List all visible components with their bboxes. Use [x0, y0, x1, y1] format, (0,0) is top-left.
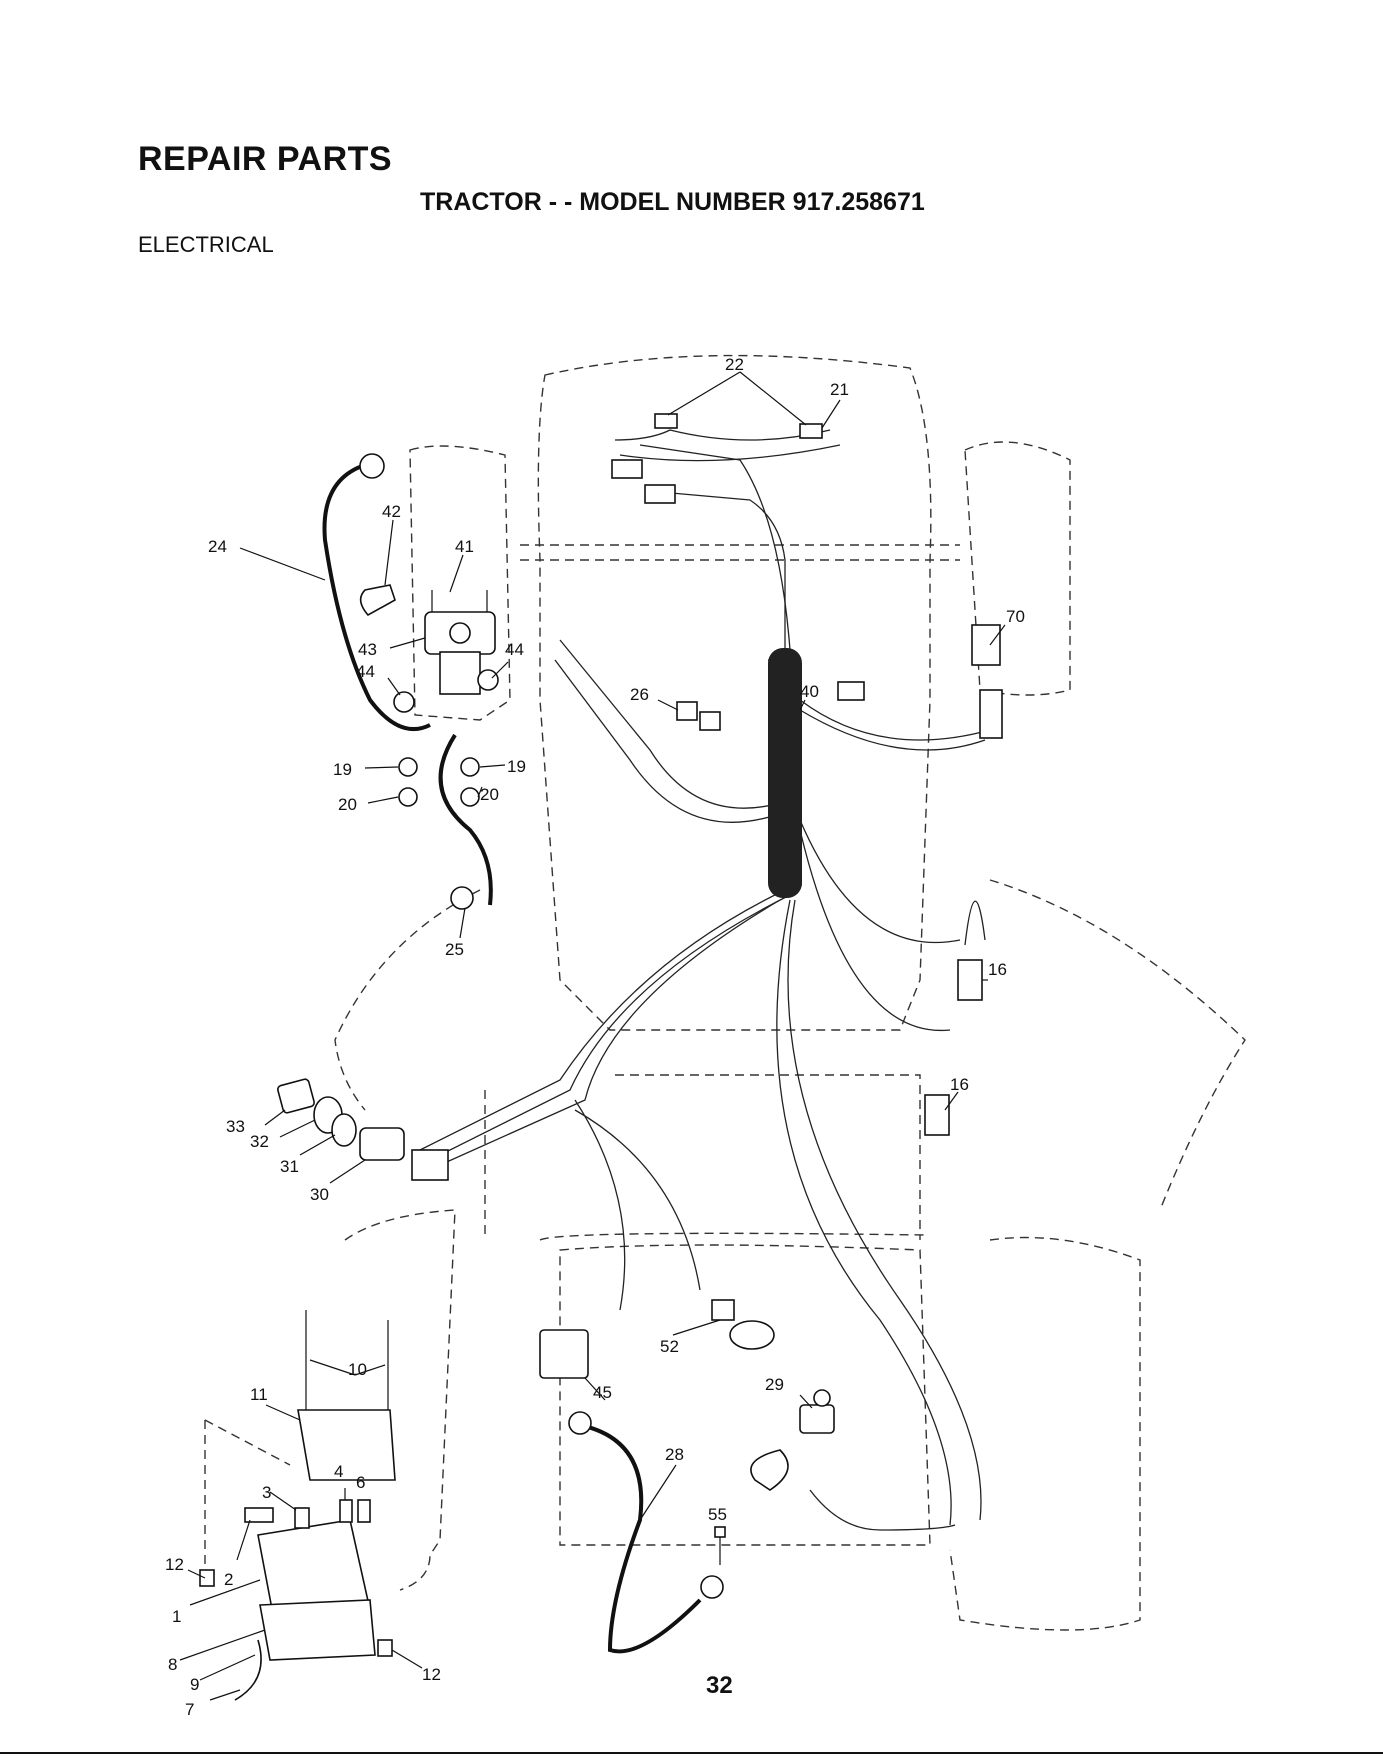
battery-tray-8	[260, 1600, 375, 1660]
callout-10: 10	[348, 1360, 367, 1379]
headlight-bulb-right	[800, 424, 822, 438]
callout-31: 31	[280, 1157, 299, 1176]
plug-interlock	[751, 1450, 788, 1490]
connector-26-b	[700, 712, 720, 730]
bolt-2	[245, 1508, 273, 1522]
callout-44b: 44	[505, 640, 524, 659]
callout-28: 28	[665, 1445, 684, 1464]
washer-19-left	[399, 758, 417, 776]
callout-42: 42	[382, 502, 401, 521]
cable-28-terminal-upper	[569, 1412, 591, 1434]
nut-20-left	[399, 788, 417, 806]
callout-19b: 19	[507, 757, 526, 776]
vent-tube-7	[235, 1640, 261, 1700]
callout-8: 8	[168, 1655, 177, 1674]
module-45	[540, 1330, 588, 1378]
switch-16-lower	[925, 1095, 949, 1135]
callout-30: 30	[310, 1185, 329, 1204]
callout-20b: 20	[480, 785, 499, 804]
callout-3: 3	[262, 1483, 271, 1502]
callout-25: 25	[445, 940, 464, 959]
callout-45: 45	[593, 1383, 612, 1402]
connectors	[677, 625, 1002, 1135]
callout-22: 22	[725, 355, 744, 374]
nut-44-right	[478, 670, 498, 690]
ignition-plug	[412, 1150, 448, 1180]
callout-12b: 12	[422, 1665, 441, 1684]
callout-44a: 44	[356, 662, 375, 681]
key-33	[277, 1078, 315, 1113]
ignition-switch-30	[360, 1128, 404, 1160]
clip-12-right	[378, 1640, 392, 1656]
cable-25-terminal	[451, 887, 473, 909]
callout-40: 40	[800, 682, 819, 701]
connector-70	[972, 625, 1000, 665]
callout-6: 6	[356, 1473, 365, 1492]
callout-7: 7	[185, 1700, 194, 1719]
callout-19a: 19	[333, 760, 352, 779]
callout-20a: 20	[338, 795, 357, 814]
callout-32: 32	[250, 1132, 269, 1151]
callout-70: 70	[1006, 607, 1025, 626]
callout-52: 52	[660, 1337, 679, 1356]
headlight-bulb-left	[655, 414, 677, 428]
callout-9: 9	[190, 1675, 199, 1694]
callout-2: 2	[224, 1570, 233, 1589]
page-number: 32	[706, 1672, 733, 1700]
callout-26: 26	[630, 685, 649, 704]
nut-20-right	[461, 788, 479, 806]
wiring-harness	[420, 445, 990, 1525]
callout-12a: 12	[165, 1555, 184, 1574]
callout-16b: 16	[950, 1075, 969, 1094]
ignition-switch-group	[277, 1078, 448, 1180]
callout-21: 21	[830, 380, 849, 399]
bezel-31	[332, 1114, 356, 1146]
callout-11: 11	[250, 1385, 268, 1404]
callout-29: 29	[765, 1375, 784, 1394]
battery-hold-down-11	[298, 1410, 395, 1480]
switch-29	[800, 1405, 834, 1433]
solenoid-43	[361, 585, 498, 806]
callout-55: 55	[708, 1505, 727, 1524]
cable-28-terminal-lower	[701, 1576, 723, 1598]
bottom-rule	[0, 1752, 1383, 1754]
callout-1: 1	[172, 1607, 181, 1626]
switch-16-upper	[958, 960, 982, 1000]
washer-19-right	[461, 758, 479, 776]
cable-24-terminal	[360, 454, 384, 478]
clip-12-left	[200, 1570, 214, 1586]
connector-26-a	[677, 702, 697, 720]
callout-16a: 16	[988, 960, 1007, 979]
boot-42	[361, 585, 395, 615]
connector-52	[712, 1300, 734, 1320]
callout-33: 33	[226, 1117, 245, 1136]
nut-44-left	[394, 692, 414, 712]
callout-41: 41	[455, 537, 474, 556]
callout-43: 43	[358, 640, 377, 659]
callout-4: 4	[334, 1462, 343, 1481]
callout-24: 24	[208, 537, 227, 556]
